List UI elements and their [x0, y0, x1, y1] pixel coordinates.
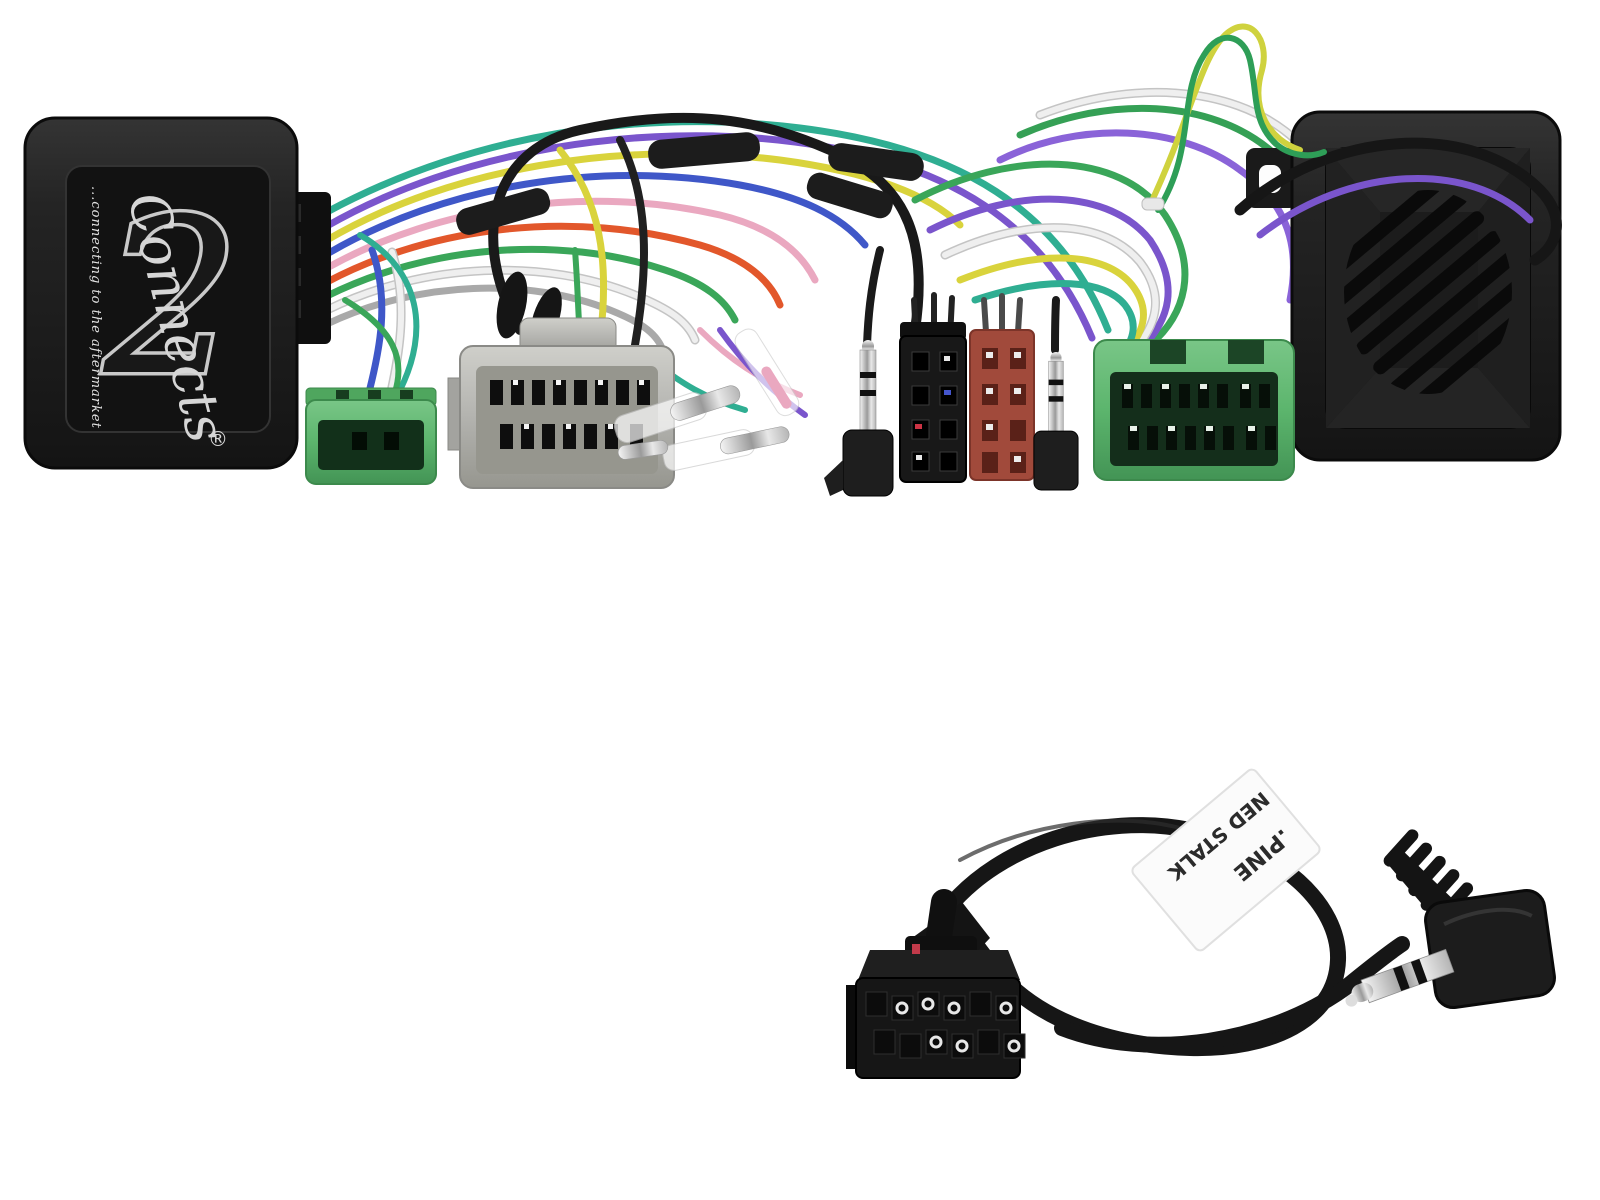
- logo-tagline: ...connecting to the aftermarket: [88, 186, 103, 429]
- tape-wrap: [456, 132, 924, 235]
- jack-shaft: [1345, 948, 1455, 1007]
- logo-numeral: 2: [103, 172, 241, 423]
- twisted-wire-pair: [1141, 23, 1327, 213]
- wires-over-right-box: [1141, 23, 1562, 266]
- right-angle-jack-plug: [1345, 829, 1556, 1010]
- gray-connector: [447, 317, 675, 489]
- iso-connector-brown: [969, 329, 1035, 481]
- molex-connector: [846, 936, 1026, 1079]
- jack-plug-right: [1033, 352, 1079, 491]
- box-logo-panel: ...connecting to the aftermarket 2 Conne…: [65, 165, 271, 451]
- patch-lead: .PINE NED STALK: [846, 768, 1556, 1079]
- jack-plug-left: [824, 340, 894, 497]
- large-green-connector: [1093, 339, 1295, 481]
- iso-connector-black: [899, 322, 967, 483]
- strain-relief: [1383, 829, 1474, 930]
- left-interface-box: ...connecting to the aftermarket 2 Conne…: [23, 116, 331, 470]
- cable-label: .PINE NED STALK: [1131, 768, 1321, 952]
- logo-registered-mark: ®: [208, 427, 228, 451]
- bullet-connectors: [613, 328, 800, 471]
- small-green-connector: [305, 387, 437, 485]
